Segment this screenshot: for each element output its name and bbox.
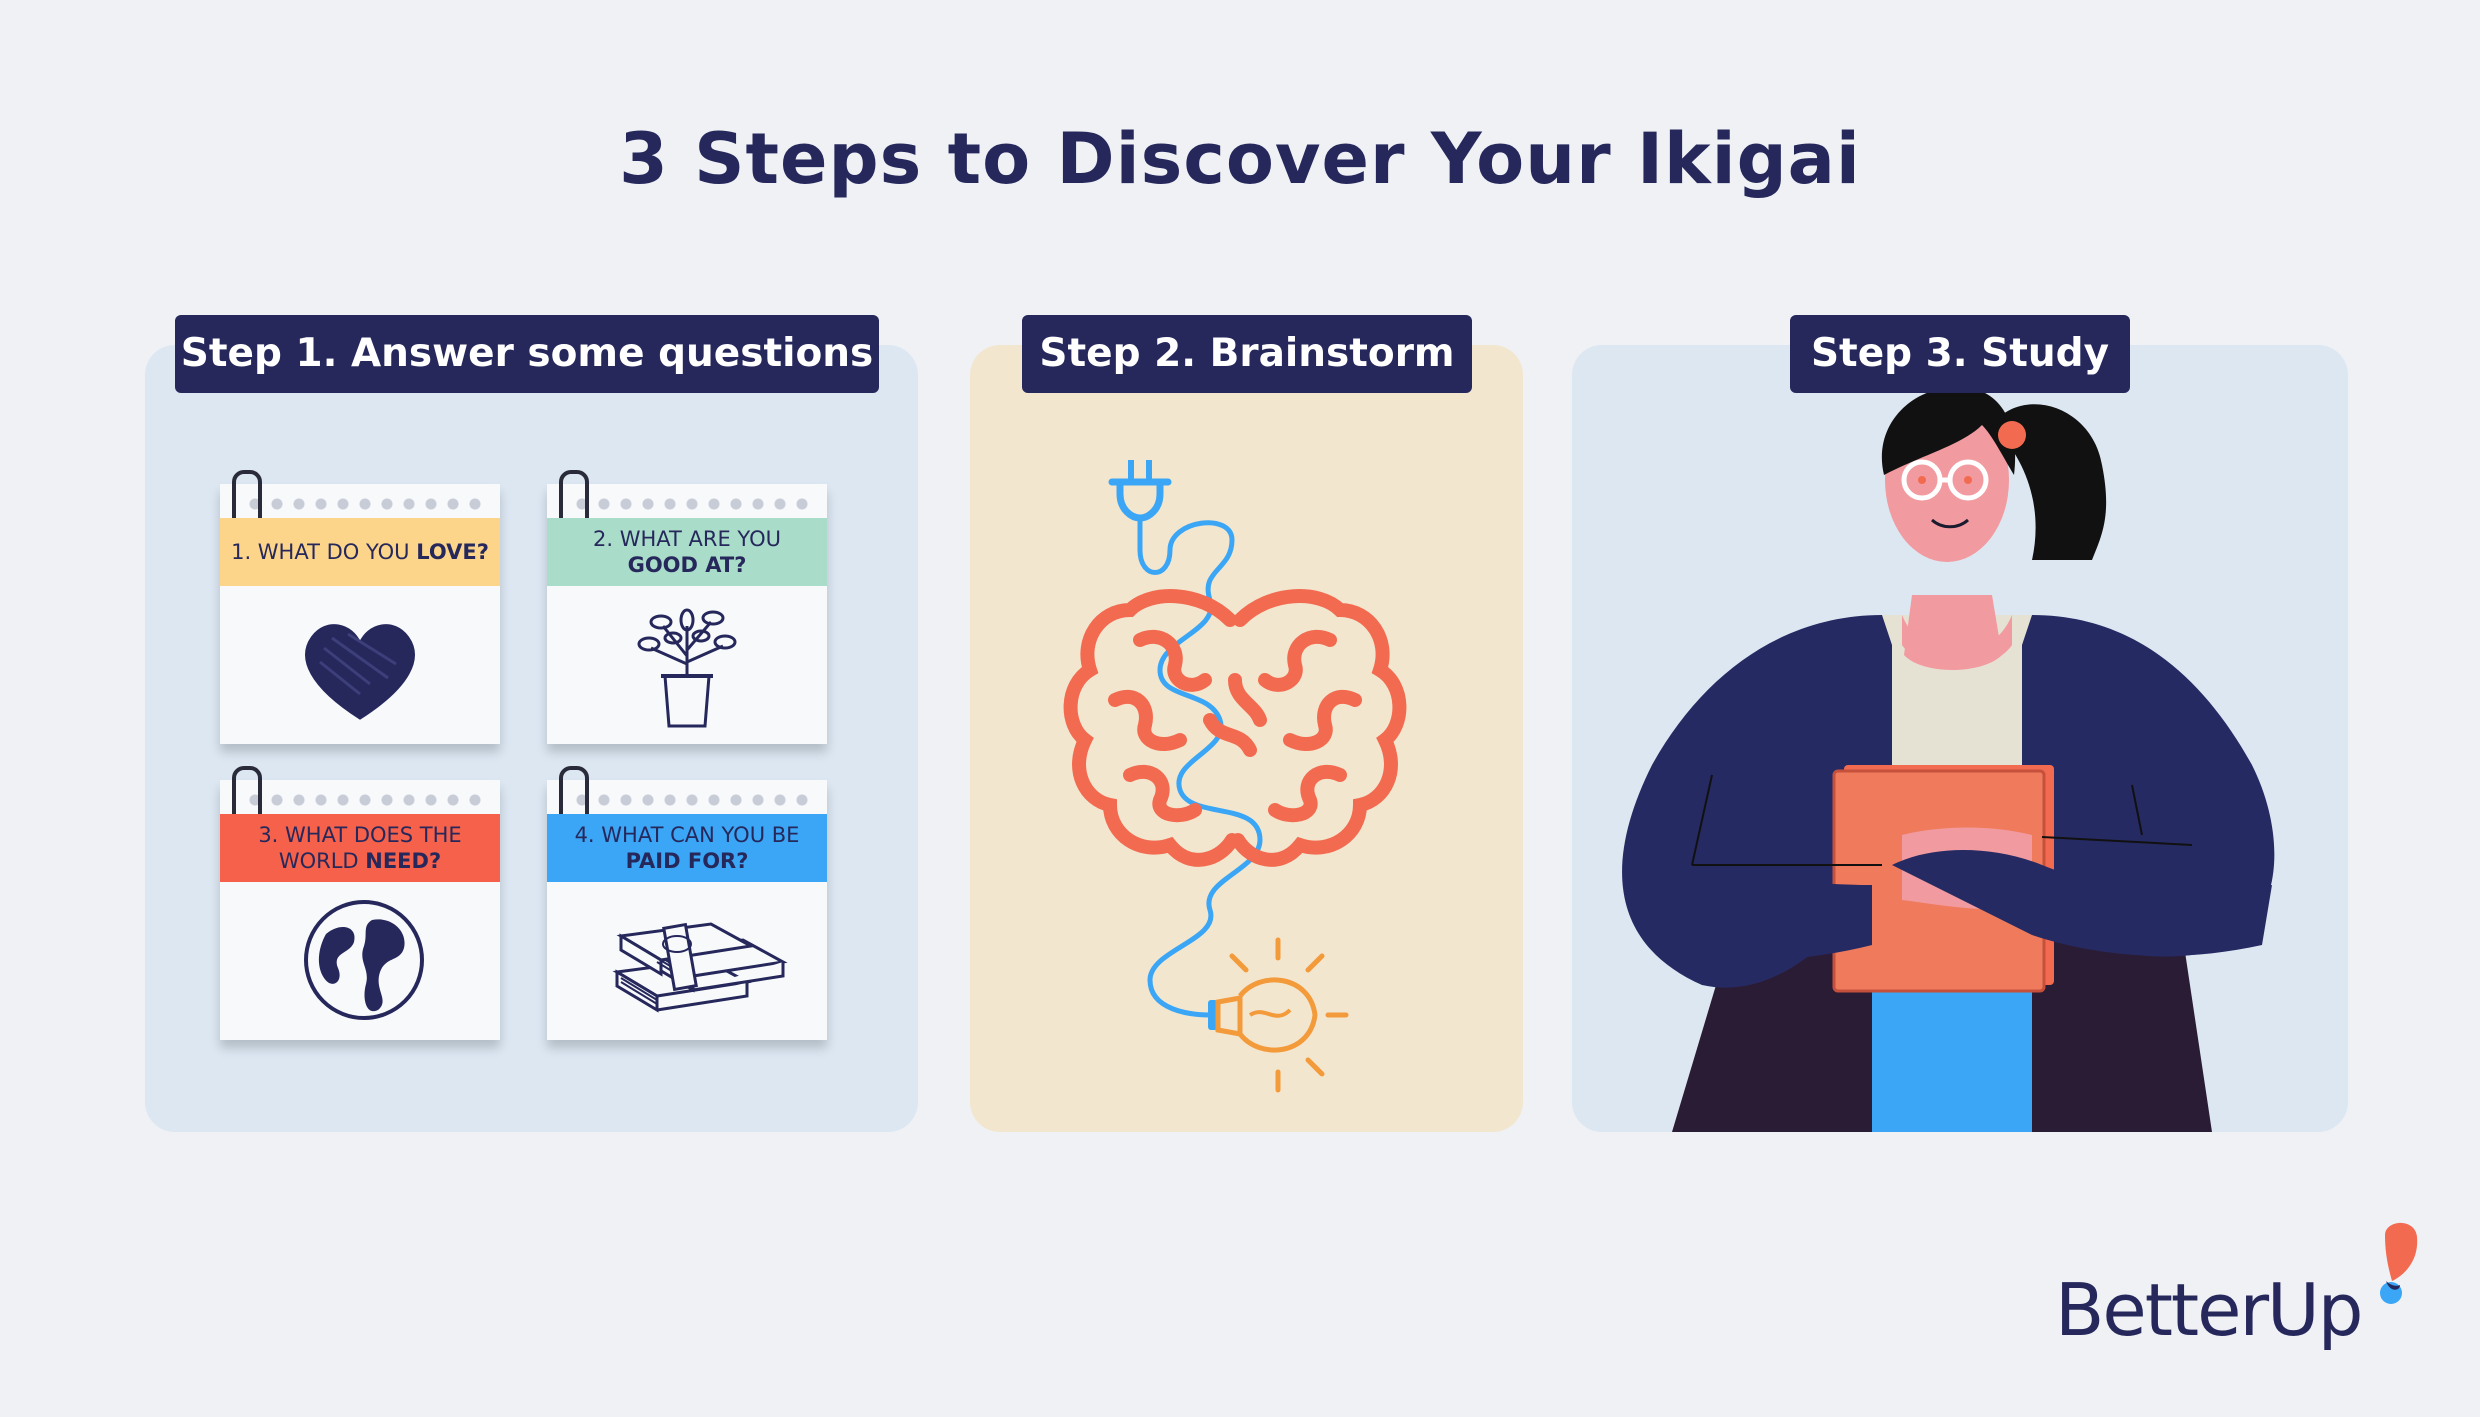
betterup-logo: BetterUp — [2055, 1268, 2363, 1352]
question-emphasis: PAID FOR? — [625, 849, 749, 873]
brain-icon — [1063, 589, 1407, 867]
step3-label: Step 3. Study — [1790, 315, 2130, 393]
question-note-love: 1. WHAT DO YOU LOVE? — [220, 470, 500, 744]
question-band: 1. WHAT DO YOU LOVE? — [220, 518, 500, 586]
money-icon — [612, 922, 788, 1013]
step2-label: Step 2. Brainstorm — [1022, 315, 1472, 393]
question-text: 2. WHAT ARE YOU — [593, 527, 781, 551]
question-text: 3. WHAT DOES THE — [258, 823, 462, 847]
binding-holes — [244, 492, 484, 516]
globe-icon — [304, 900, 424, 1020]
page-title: 3 Steps to Discover Your Ikigai — [619, 118, 1861, 200]
question-text: WORLD — [278, 849, 366, 873]
step1-label: Step 1. Answer some questions — [175, 315, 879, 393]
brain-maze-illustration — [1063, 460, 1407, 1093]
binding-holes — [571, 788, 811, 812]
question-note-paid-for: 4. WHAT CAN YOU BE PAID FOR? — [547, 766, 827, 1040]
question-note-good-at: 2. WHAT ARE YOU GOOD AT? — [547, 470, 827, 744]
question-text: 1. WHAT DO YOU — [231, 540, 417, 564]
question-text: 4. WHAT CAN YOU BE — [574, 823, 800, 847]
betterup-logo-mark — [2380, 1222, 2418, 1304]
binding-holes — [571, 492, 811, 516]
student-illustration — [1622, 386, 2275, 1132]
plant-icon — [637, 608, 737, 728]
question-emphasis: GOOD AT? — [627, 553, 747, 577]
binding-holes — [244, 788, 484, 812]
question-emphasis: NEED? — [365, 849, 442, 873]
plug-icon — [1108, 460, 1172, 522]
question-band: 3. WHAT DOES THE WORLD NEED? — [220, 814, 500, 882]
lightbulb-icon — [1208, 937, 1349, 1093]
step3-panel — [1572, 345, 2348, 1132]
question-emphasis: LOVE? — [416, 540, 489, 564]
question-band: 2. WHAT ARE YOU GOOD AT? — [547, 518, 827, 586]
heart-icon — [305, 624, 415, 720]
question-band: 4. WHAT CAN YOU BE PAID FOR? — [547, 814, 827, 882]
question-note-world-need: 3. WHAT DOES THE WORLD NEED? — [220, 766, 500, 1040]
